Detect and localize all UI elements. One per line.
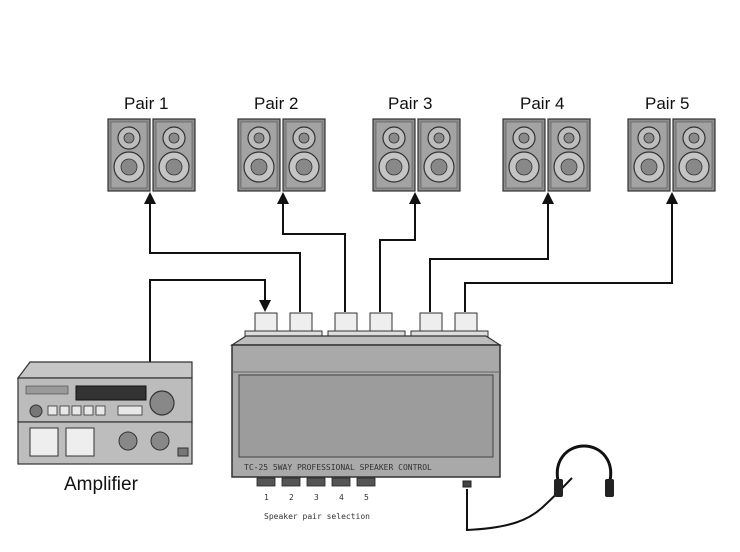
pair-4-label: Pair 4 [520,94,564,113]
wire-pair-3 [379,192,421,312]
pair-3-label: Pair 3 [388,94,432,113]
speaker-pair-5 [627,118,716,192]
speaker-pair-4 [502,118,591,192]
speaker-pair-1 [107,118,196,192]
pair-5-label: Pair 5 [645,94,689,113]
headphone-jack [462,480,472,488]
controller-model-text: TC-25 5WAY PROFESSIONAL SPEAKER CONTROL [244,463,432,472]
speaker-pair-3 [372,118,461,192]
selector-number-4: 4 [339,493,344,502]
pair-2-label: Pair 2 [254,94,298,113]
selector-number-1: 1 [264,493,269,502]
pair-1-label: Pair 1 [124,94,168,113]
selector-buttons [256,477,376,487]
amplifier-device [16,361,193,465]
selector-number-3: 3 [314,493,319,502]
selector-number-5: 5 [364,493,369,502]
wire-pair-4 [429,192,554,312]
wire-pair-5 [464,192,678,312]
selector-caption: Speaker pair selection [264,512,370,521]
wire-pair-2 [277,192,346,312]
speaker-controller: TC-25 5WAY PROFESSIONAL SPEAKER CONTROL [229,335,503,478]
selector-number-2: 2 [289,493,294,502]
speaker-pair-2 [237,118,326,192]
amplifier-label: Amplifier [64,474,139,495]
wire-pair-1 [144,192,301,312]
headphone-cable [466,477,573,532]
headphones-icon [554,444,614,497]
wire-amplifier-input [149,279,271,362]
